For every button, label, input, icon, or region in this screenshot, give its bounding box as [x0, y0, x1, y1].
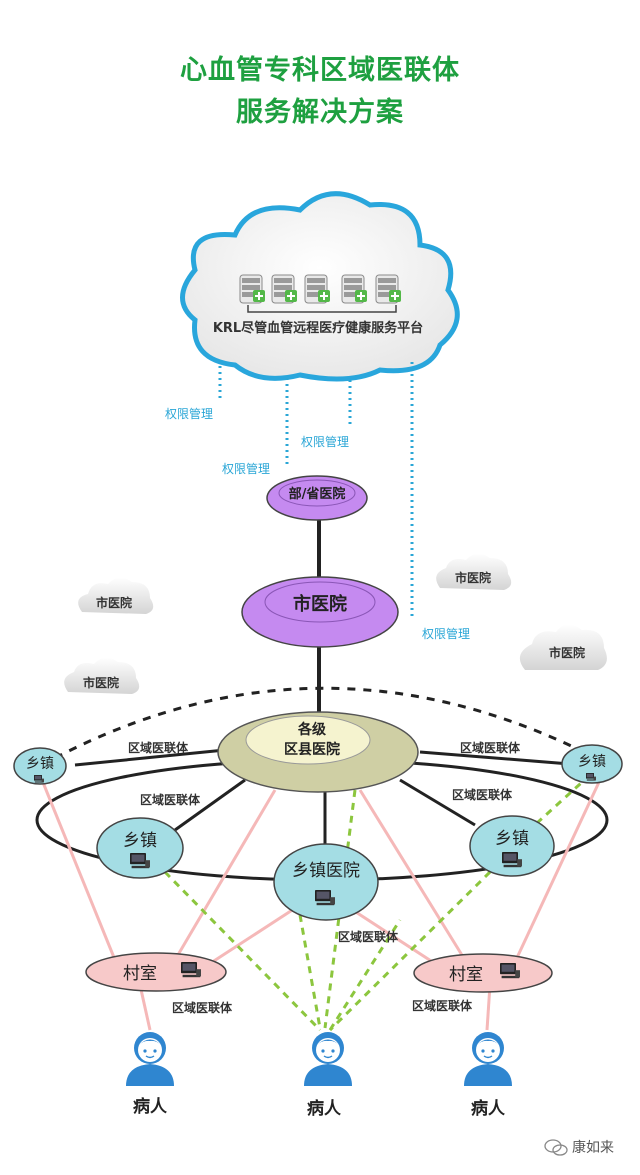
node-township-mid-left-label: 乡镇 — [123, 831, 157, 851]
node-township-mid-right-label: 乡镇 — [495, 829, 529, 849]
city-cloud-1: 市医院 — [78, 577, 154, 614]
patient-label-center: 病人 — [307, 1098, 342, 1119]
city-cloud-3-label: 市医院 — [455, 570, 491, 585]
link-label-7: 区域医联体 — [412, 998, 473, 1013]
node-township-hospital-label: 乡镇医院 — [292, 861, 360, 881]
link-label-5: 区域医联体 — [338, 929, 399, 944]
node-township-small-right-label: 乡镇 — [578, 754, 606, 770]
regional-links — [74, 748, 571, 845]
link-label-2: 区域医联体 — [460, 740, 521, 755]
patient-icon-right — [463, 1031, 513, 1087]
green-dashed-links — [163, 773, 592, 1032]
platform-label: KRL尽管血管远程医疗健康服务平台 — [213, 320, 423, 336]
city-cloud-1-label: 市医院 — [96, 595, 132, 610]
city-cloud-4-label: 市医院 — [549, 645, 585, 660]
node-township-small-right: 乡镇 — [561, 744, 623, 784]
dashed-regional-arc — [54, 686, 591, 760]
node-village-right: 村室 — [413, 953, 553, 993]
title-line-2: 服务解决方案 — [236, 97, 404, 128]
city-cloud-2: 市医院 — [64, 657, 140, 694]
permission-label-4: 权限管理 — [422, 626, 470, 641]
node-township-small-left: 乡镇 — [13, 747, 67, 785]
permission-label-1: 权限管理 — [165, 406, 213, 421]
node-city-main — [241, 576, 399, 648]
node-township-mid-left: 乡镇 — [96, 817, 184, 879]
title-line-1: 心血管专科区域医联体 — [180, 55, 460, 86]
link-label-3: 区域医联体 — [140, 792, 201, 807]
node-village-left-label: 村室 — [123, 964, 157, 984]
node-village-right-label: 村室 — [449, 965, 483, 985]
node-provincial — [266, 475, 368, 521]
server-rack — [239, 274, 402, 313]
permission-label-3: 权限管理 — [222, 461, 270, 476]
node-township-hospital: 乡镇医院 — [273, 843, 379, 921]
patient-label-left: 病人 — [133, 1096, 168, 1117]
node-city-main-label: 市医院 — [293, 593, 347, 615]
link-label-1: 区域医联体 — [128, 740, 189, 755]
wechat-icon — [544, 1139, 568, 1156]
node-county-label-1: 各级 — [297, 721, 327, 738]
permission-links — [218, 360, 414, 620]
node-county-label-2: 区县医院 — [284, 741, 340, 758]
patient-icon-left — [125, 1031, 175, 1087]
node-township-small-left-label: 乡镇 — [26, 756, 54, 772]
node-township-mid-right: 乡镇 — [469, 815, 555, 877]
city-cloud-4: 市医院 — [519, 624, 607, 670]
node-village-left: 村室 — [85, 952, 227, 992]
node-provincial-label: 部/省医院 — [289, 486, 346, 502]
patient-label-right: 病人 — [471, 1098, 506, 1119]
permission-label-2: 权限管理 — [301, 434, 349, 449]
watermark: 康如来 — [544, 1139, 614, 1156]
link-label-4: 区域医联体 — [452, 787, 513, 802]
patient-icon-center — [303, 1031, 353, 1087]
link-label-6: 区域医联体 — [172, 1000, 233, 1015]
watermark-text: 康如来 — [572, 1139, 614, 1156]
city-cloud-3: 市医院 — [436, 553, 512, 590]
city-cloud-2-label: 市医院 — [83, 675, 119, 690]
